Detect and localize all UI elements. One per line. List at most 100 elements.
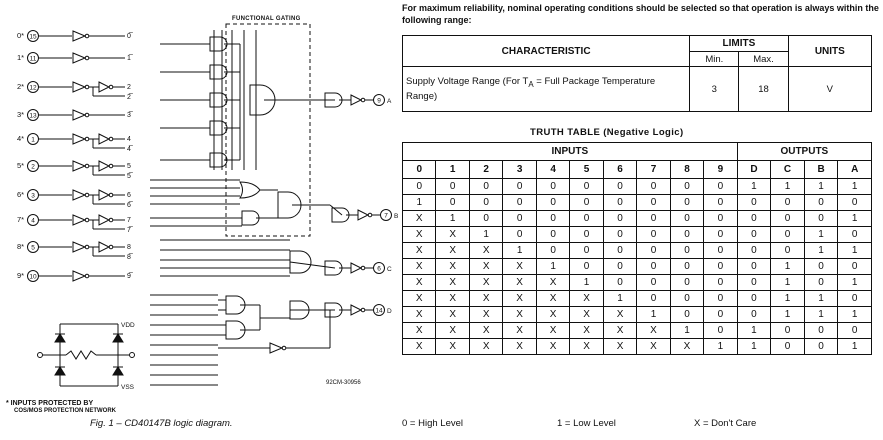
input-node [37,352,43,358]
inverter-bubble [108,163,114,169]
input-buffer [72,81,87,93]
truth-cell: 0 [602,274,638,291]
char-subheader-row: Min. Max. [403,51,872,67]
functional-gating-box [225,23,311,237]
truth-cell: 0 [468,194,504,211]
truth-cell: 1 [636,306,671,323]
truth-cell: 0 [669,306,705,323]
truth-cell: 0 [401,178,437,195]
truth-cell: 0 [636,258,671,275]
truth-cell: 0 [636,226,671,243]
truth-cell: 0 [837,322,872,339]
input-buffer [72,109,87,121]
truth-cell: X [468,258,504,275]
truth-cell: X [401,210,437,227]
pin-number: 7 [384,213,388,220]
truth-cell: X [468,338,504,355]
signal-label: 1̅ [127,54,134,62]
input-buffer [72,133,87,145]
diode-symbol [54,333,66,343]
truth-cell: 0 [669,226,705,243]
and-gate-symbol [225,295,246,315]
second-inverter [98,133,111,145]
input-col-9: 9 [703,160,738,179]
truth-cell: 0 [636,194,671,211]
truth-cell: X [602,322,638,339]
inverter-bubble [84,192,90,198]
functional-gating-label: FUNCTIONAL GATING [232,16,301,22]
output-buffer [357,209,370,221]
truth-cell: X [401,322,437,339]
truth-cell: X [502,322,537,339]
input-col-7: 7 [636,160,671,179]
truth-table-title: TRUTH TABLE (Negative Logic) [530,127,684,138]
input-buffer [72,30,87,42]
truth-cell: 0 [770,322,805,339]
and-gate-symbol [324,92,343,108]
truth-cell: X [535,322,571,339]
truth-cell: 1 [770,274,805,291]
truth-cell: 0 [770,338,805,355]
signal-label: 6̅ [127,201,134,209]
truth-cell: X [636,338,671,355]
pin-number: 1 [31,137,35,144]
pin-number: 14 [375,308,383,315]
input-buffer [72,270,87,282]
input-col-2: 2 [468,160,504,179]
truth-cell: 0 [703,258,738,275]
truth-cell: X [435,306,470,323]
truth-cell: 0 [569,242,604,259]
truth-cell: 0 [669,290,705,307]
truth-cell: 1 [803,226,839,243]
truth-cell: 0 [703,274,738,291]
truth-cell: X [602,306,638,323]
truth-cell: 0 [770,210,805,227]
char-header-row: CHARACTERISTIC LIMITS UNITS [401,35,873,67]
signal-label: 3̅ [127,111,134,119]
legend-one: 1 = Low Level [557,418,616,429]
supply-voltage-min: 3 [689,66,740,112]
truth-cell: 0 [468,210,504,227]
and-gate-symbol [209,64,228,80]
diode-symbol [112,366,124,376]
second-inverter [98,81,111,93]
truth-cell: 0 [669,274,705,291]
truth-cell: X [435,242,470,259]
inputs-header: INPUTS [402,142,738,161]
output-buffer [350,262,363,274]
truth-cell: 0 [736,242,772,259]
truth-cell: 1 [803,290,839,307]
truth-cell: 0 [636,290,671,307]
pin-circle [373,262,385,274]
truth-cell: X [435,338,470,355]
truth-cell: 1 [770,178,805,195]
and-gate-symbol [289,300,310,320]
truth-cell: 0 [736,274,772,291]
truth-cell: 0 [602,226,638,243]
input-col-0: 0 [401,160,437,179]
truth-cell: 0 [602,210,638,227]
pin-number: 10 [29,274,37,281]
input-label: 8* [17,242,24,251]
truth-cell: 0 [636,274,671,291]
second-inverter [98,214,111,226]
truth-cell: X [435,258,470,275]
pin-number: 9 [377,98,381,105]
truth-cell: X [569,322,604,339]
truth-cell: 0 [669,258,705,275]
truth-cell: 1 [837,338,872,355]
min-header: Min. [689,51,740,67]
truth-cell: 0 [837,194,872,211]
truth-cell: 1 [669,322,705,339]
characteristics-table: CHARACTERISTIC LIMITS UNITS Min. Max. Su… [401,35,873,112]
truth-cell: X [535,306,571,323]
inverter-bubble [367,212,373,218]
truth-cell: X [535,274,571,291]
truth-cell: 0 [569,194,604,211]
truth-cell: 1 [703,338,738,355]
input-label: 6* [17,190,24,199]
